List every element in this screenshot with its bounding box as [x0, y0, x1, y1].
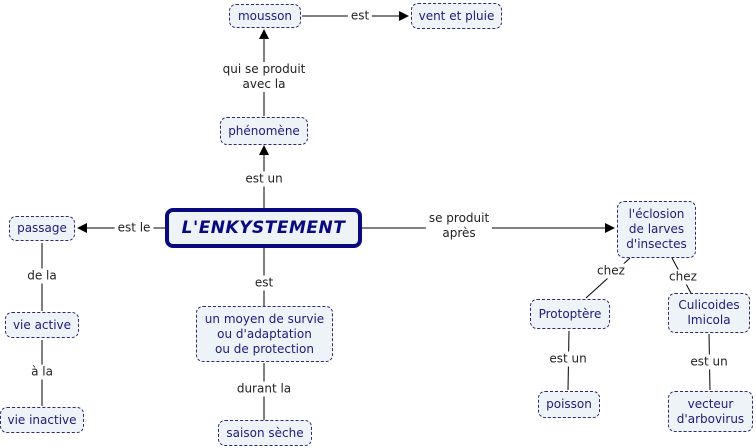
link-label-moyen-saison: durant la [233, 381, 295, 397]
link-label-protoptere-poisson: est un [546, 351, 590, 367]
link-label-vie-active-inactive: à la [28, 364, 56, 380]
link-label-eclosion-culicoides: chez [666, 269, 700, 285]
concept-poisson[interactable]: poisson [538, 391, 600, 418]
link-label-passage-vie-active: de la [24, 268, 60, 284]
link-label-main-eclosion: se produit après [425, 211, 493, 241]
concept-mousson[interactable]: mousson [229, 4, 301, 28]
link-label-phenomene-mousson: qui se produit avec la [219, 62, 309, 92]
link-label-mousson-vent: est [347, 8, 373, 24]
link-label-culicoides-vecteur: est un [687, 354, 731, 370]
concept-vie-active[interactable]: vie active [5, 312, 79, 338]
concept-eclosion-larves[interactable]: l'éclosion de larves d'insectes [617, 201, 696, 258]
concept-vent-et-pluie[interactable]: vent et pluie [411, 3, 502, 29]
concept-saison-seche[interactable]: saison sèche [218, 420, 312, 446]
concept-moyen-de-survie[interactable]: un moyen de survie ou d'adaptation ou de… [196, 306, 333, 362]
concept-phenomene[interactable]: phénomène [220, 117, 308, 145]
concept-protoptere[interactable]: Protoptère [530, 299, 610, 329]
link-label-main-passage: est le [114, 220, 154, 236]
link-label-main-moyen: est [251, 275, 277, 291]
concept-culicoides-imicola[interactable]: Culicoides Imicola [668, 293, 750, 333]
concept-vecteur-arbovirus[interactable]: vecteur d'arbovirus [668, 391, 753, 432]
link-label-eclosion-protoptere: chez [594, 263, 628, 279]
concept-main-enkystement[interactable]: L'ENKYSTEMENT [165, 208, 362, 248]
link-label-main-phenomene: est un [242, 171, 286, 187]
concept-vie-inactive[interactable]: vie inactive [0, 407, 84, 433]
concept-passage[interactable]: passage [9, 216, 75, 241]
